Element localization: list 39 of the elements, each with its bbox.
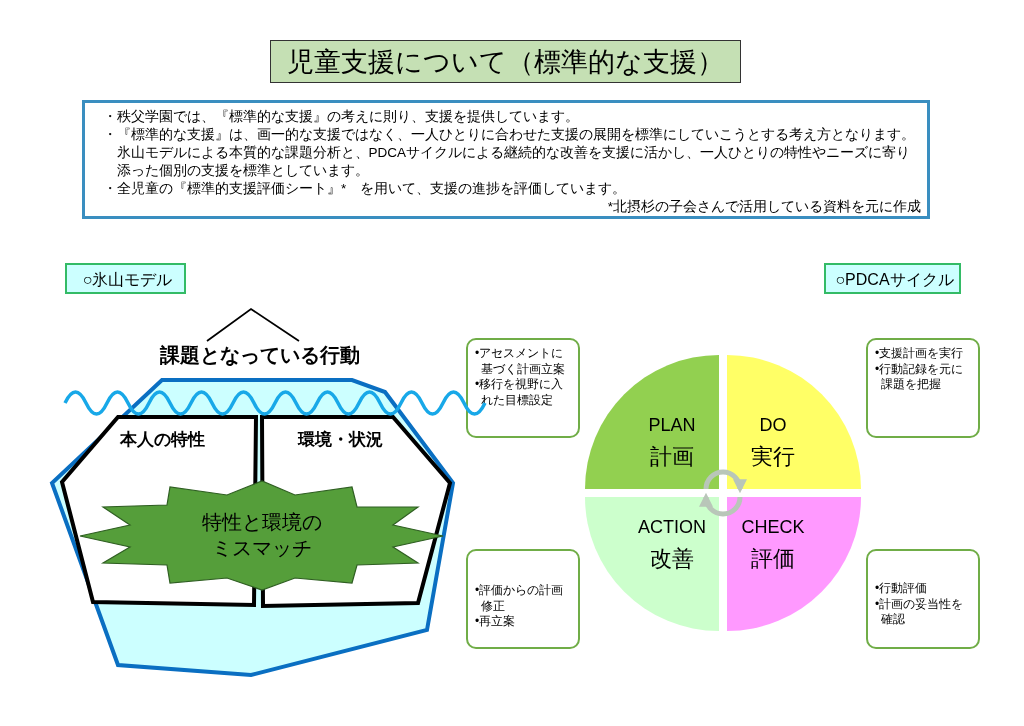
quadrant-label: 計画 bbox=[650, 443, 694, 471]
bullet-item: •支援計画を実行 bbox=[875, 346, 964, 362]
section-heading: ○氷山モデル bbox=[82, 270, 173, 290]
quadrant-shape bbox=[727, 355, 861, 489]
quadrant-label: 評価 bbox=[751, 545, 795, 573]
bullet-text: ・秩父学園では、『標準的な支援』の考えに則り、支援を提供しています。 bbox=[103, 108, 579, 126]
section-label-box bbox=[824, 263, 961, 294]
section-label-box bbox=[65, 263, 186, 294]
curved-arrow bbox=[699, 492, 743, 517]
quadrant-label: 改善 bbox=[650, 545, 694, 573]
bullet-item: •行動記録を元に課題を把握 bbox=[875, 361, 965, 393]
iceberg-label: 課題となっている行動 bbox=[160, 343, 360, 368]
bullet-item: •再立案 bbox=[475, 614, 516, 630]
quadrant-title: CHECK bbox=[741, 516, 805, 539]
note-box bbox=[866, 338, 980, 438]
bullet-text: ・『標準的な支援』は、画一的な支援ではなく、一人ひとりに合わせた支援の展開を標準にしていこうとする考え方となります。氷山モデルによる本質的な課題分析と、PDCAサイクルによる継続的な改善を支援に活かし、一人ひとりの特性やニーズに寄り添った個別の支援を標準としています。 bbox=[103, 126, 916, 180]
quadrant-label: 実行 bbox=[751, 443, 795, 471]
bullet-item: •計画の妥当性を確認 bbox=[875, 596, 965, 628]
note-box bbox=[466, 338, 580, 438]
quadrant-shape bbox=[585, 355, 719, 489]
quadrant-title: PLAN bbox=[648, 414, 696, 437]
page-title: 児童支援について（標準的な支援） bbox=[287, 45, 724, 78]
quadrant-title: DO bbox=[759, 414, 787, 437]
starburst-label: 特性と環境のミスマッチ bbox=[201, 510, 323, 561]
quadrant-title: ACTION bbox=[638, 516, 706, 539]
bullet-item: •評価からの計画修正 bbox=[475, 583, 565, 614]
curved-arrow bbox=[703, 469, 747, 494]
section-heading: ○PDCAサイクル bbox=[835, 270, 954, 290]
panel-label: 環境・状況 bbox=[297, 429, 383, 451]
quadrant-shape bbox=[585, 497, 719, 631]
quadrant-shape bbox=[727, 497, 861, 631]
bullet-text: ・全児童の『標準的支援評価シート』* を用いて、支援の進捗を評価しています。 bbox=[103, 180, 627, 198]
source-note: *北摂杉の子会さんで活用している資料を元に作成 bbox=[607, 198, 921, 216]
note-box bbox=[466, 549, 580, 649]
info-panel bbox=[82, 100, 930, 219]
bullet-item: •行動評価 bbox=[875, 581, 928, 597]
panel-label: 本人の特性 bbox=[119, 429, 205, 451]
note-box bbox=[866, 549, 980, 649]
bullet-item: •アセスメントに基づく計画立案 bbox=[475, 346, 566, 377]
